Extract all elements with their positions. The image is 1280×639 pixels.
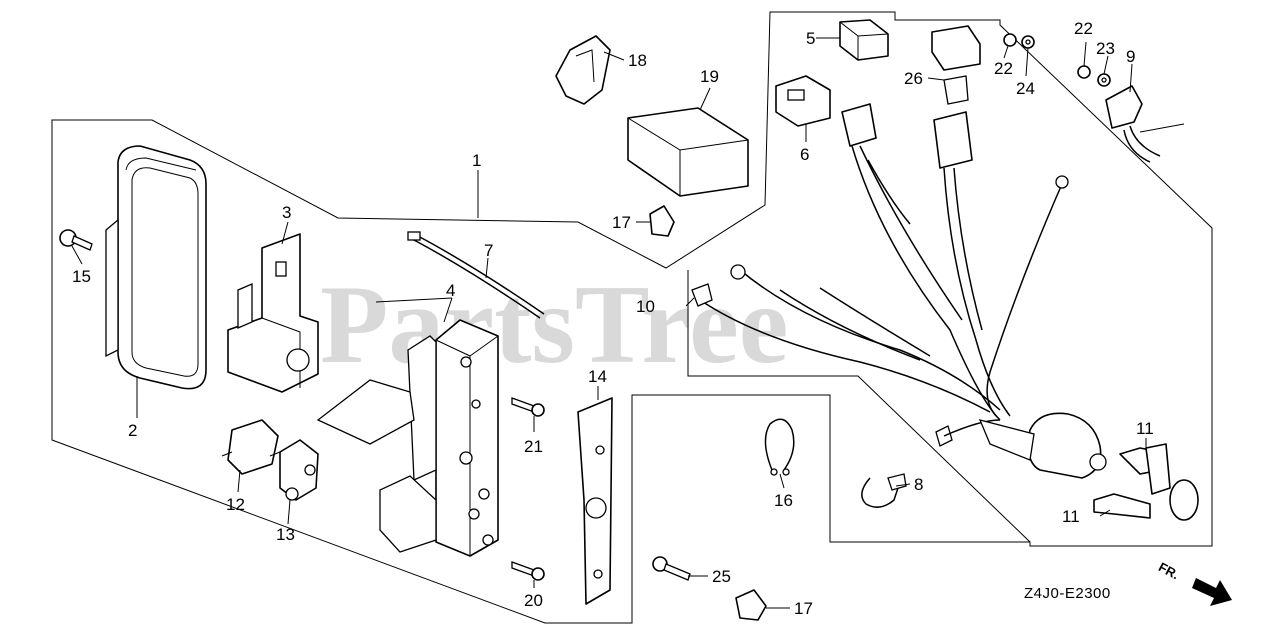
part-19-module [627,107,749,197]
callout-8: 8 [914,475,923,494]
callout-22-a: 22 [994,59,1013,78]
part-22-nut-a [1003,33,1017,47]
direction-label: FR. [1156,559,1182,582]
callout-23: 23 [1096,39,1115,58]
callout-18: 18 [628,51,647,70]
callout-19: 19 [700,67,719,86]
callout-14: 14 [588,367,607,386]
callout-20: 20 [524,591,543,610]
part-4-panel-housing [316,319,499,557]
key-ring [1169,479,1199,521]
callout-1: 1 [472,151,481,170]
part-5-relay [839,19,889,61]
callout-6: 6 [800,145,809,164]
callouts: 1 2 3 4 5 6 7 8 9 10 11 11 12 13 14 15 1… [72,19,1154,618]
part-11-key-lower [1093,493,1151,519]
part-15-bolt [59,229,93,251]
callout-2: 2 [128,421,137,440]
direction-indicator: FR. [1156,559,1232,606]
part-2-cover [105,145,207,390]
group-outline-harness [687,270,1031,543]
part-7-lead-wire [407,231,545,319]
callout-7: 7 [484,241,493,260]
part-9-terminal [1105,85,1161,163]
leader-lines [71,37,1185,609]
part-26-fuse-cover [931,25,981,105]
callout-17-upper: 17 [612,213,631,232]
callout-21: 21 [524,437,543,456]
part-12-switch [221,419,281,475]
part-24-washer [1021,35,1035,49]
callout-15: 15 [72,267,91,286]
diagram-code: Z4J0-E2300 [1024,585,1111,602]
part-11-key-upper [1119,443,1171,495]
callout-12: 12 [226,495,245,514]
part-8-band [861,473,907,508]
part-22-nut-b [1077,65,1091,79]
part-3-bracket [227,233,319,393]
part-16-clip [764,418,795,476]
callout-16: 16 [774,491,793,510]
callout-24: 24 [1016,79,1035,98]
watermark: PartsTree [320,263,789,387]
part-21-screw [511,397,545,417]
callout-25: 25 [712,567,731,586]
callout-10: 10 [636,297,655,316]
callout-5: 5 [806,29,815,48]
callout-3: 3 [282,203,291,222]
callout-22-b: 22 [1074,19,1093,38]
callout-13: 13 [276,525,295,544]
part-23-washer [1097,73,1111,87]
callout-26: 26 [904,69,923,88]
part-17-clamp-upper [649,205,675,237]
part-25-bolt [652,556,691,581]
part-10-wire-harness [691,103,1069,447]
callout-9: 9 [1126,47,1135,66]
part-6-connector-cover [775,75,831,127]
part-17-clamp-lower [735,589,767,621]
group-outline-control-box [51,11,1213,624]
part-20-screw [511,561,545,581]
callout-11-upper: 11 [1136,419,1154,438]
callout-11-lower: 11 [1062,507,1080,526]
callout-17-lower: 17 [794,599,813,618]
part-14-plate [577,397,613,605]
callout-4: 4 [446,281,455,300]
ignition-switch [978,412,1107,479]
part-18-clip [555,35,611,105]
part-13-breaker [279,439,319,501]
arrow-right-down-icon [1192,578,1232,606]
